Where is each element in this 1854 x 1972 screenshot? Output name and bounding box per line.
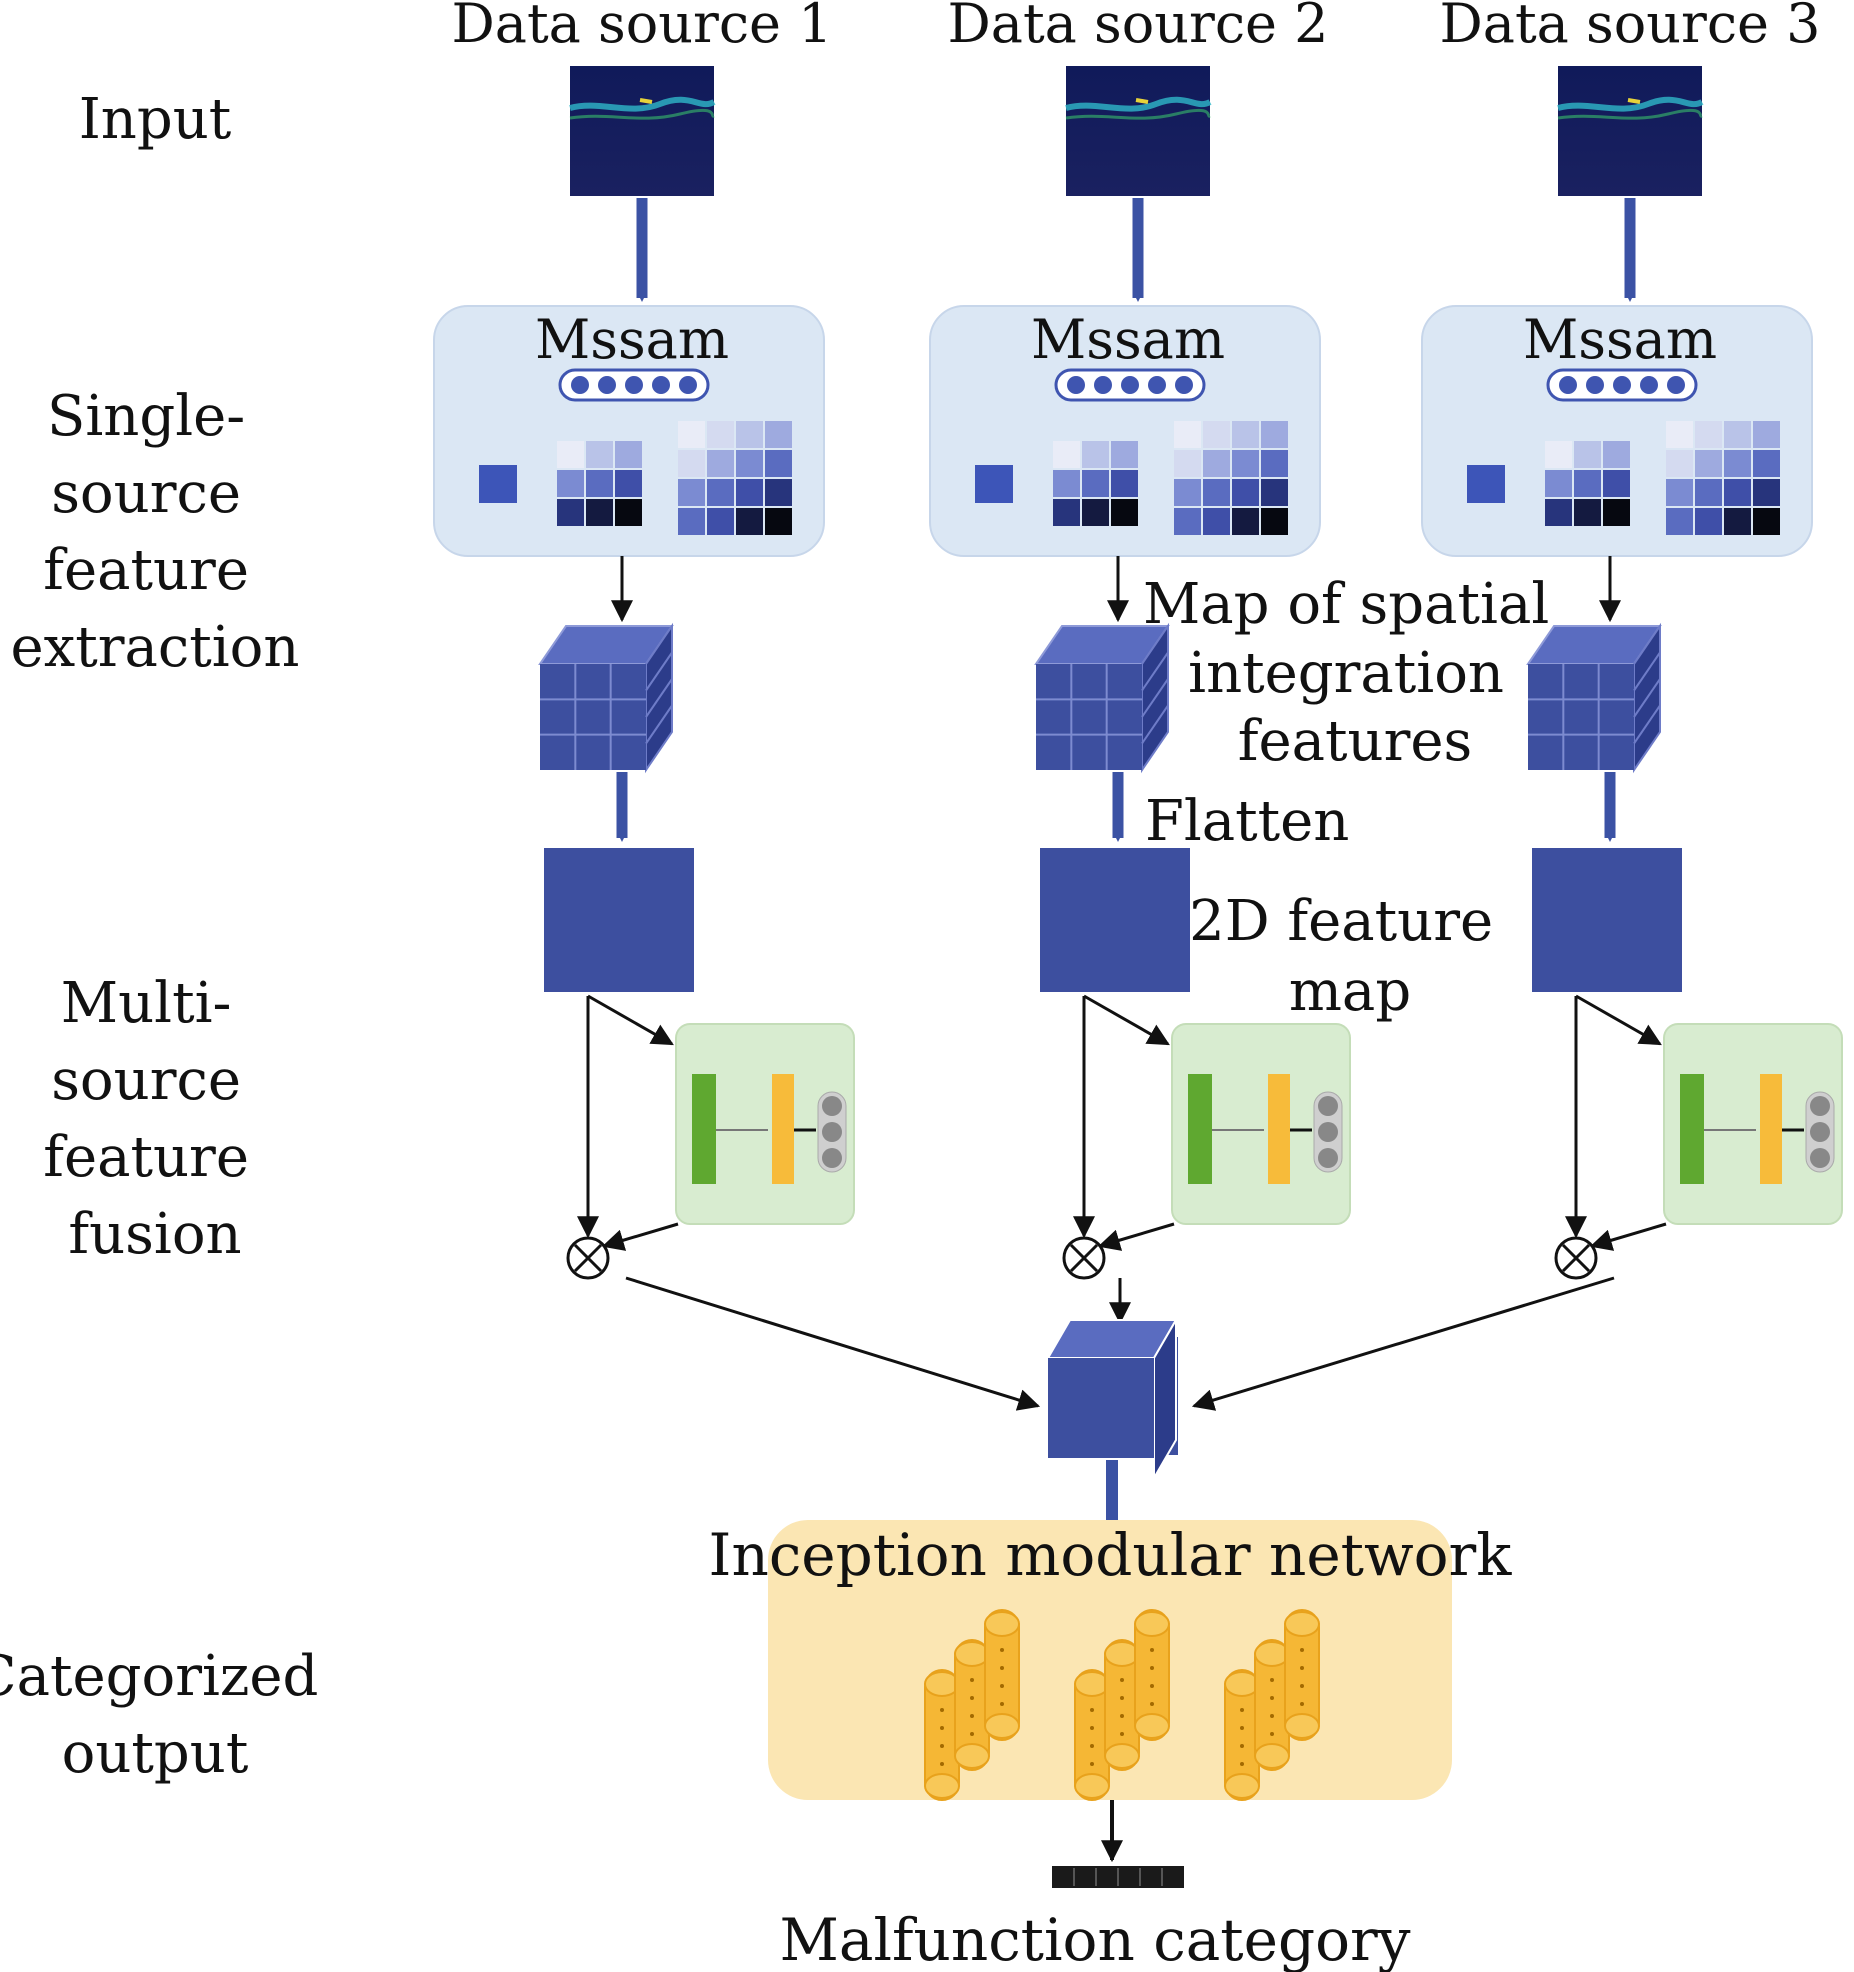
spatial-feature-cube <box>538 622 674 774</box>
inception-label: Inception modular network <box>709 1521 1513 1589</box>
stage-label-categorized: Categorized output <box>0 1644 336 1786</box>
feature-map-2d <box>1532 848 1682 992</box>
output-vector <box>1052 1866 1184 1888</box>
feature-map-2d-annotation: 2D feature map <box>1189 889 1511 1024</box>
source-title: Data source 2 <box>947 0 1328 55</box>
spatial-feature-cube <box>1526 622 1662 774</box>
stage-label-multi-source: Multi- source feature fusion <box>43 971 267 1267</box>
stage-label-single-source: Single- source feature extraction <box>11 384 300 680</box>
inception-unit-1 <box>924 1609 1020 1801</box>
flatten-annotation: Flatten <box>1145 789 1349 854</box>
output-label: Malfunction category <box>780 1906 1411 1972</box>
spatial-map-annotation: Map of spatial integration features <box>1143 572 1567 774</box>
source-column-2: Data source 2 Mssam <box>929 0 1351 1280</box>
feature-map-2d <box>544 848 694 992</box>
input-spectrogram <box>570 66 714 196</box>
input-spectrogram <box>1066 66 1210 196</box>
source-title: Data source 1 <box>451 0 832 55</box>
mssam-label: Mssam <box>1031 308 1225 371</box>
source-column-1: Data source 1 Mssam <box>433 0 855 1280</box>
fusion-connectors <box>625 1276 1615 1411</box>
spatial-feature-cube <box>1034 622 1170 774</box>
inception-unit-3 <box>1224 1609 1320 1801</box>
mssam-label: Mssam <box>535 308 729 371</box>
attention-module <box>1171 1023 1351 1225</box>
stage-label-input: Input <box>79 87 232 152</box>
attention-module <box>1663 1023 1843 1225</box>
input-spectrogram <box>1558 66 1702 196</box>
source-title: Data source 3 <box>1439 0 1820 55</box>
inception-network: Inception modular network <box>709 1520 1513 1801</box>
attention-module <box>675 1023 855 1225</box>
inception-unit-2 <box>1074 1609 1170 1801</box>
mssam-label: Mssam <box>1523 308 1717 371</box>
feature-map-2d <box>1040 848 1190 992</box>
source-column-3: Data source 3 Mssam <box>1421 0 1843 1280</box>
fused-feature-cube <box>1046 1316 1180 1482</box>
